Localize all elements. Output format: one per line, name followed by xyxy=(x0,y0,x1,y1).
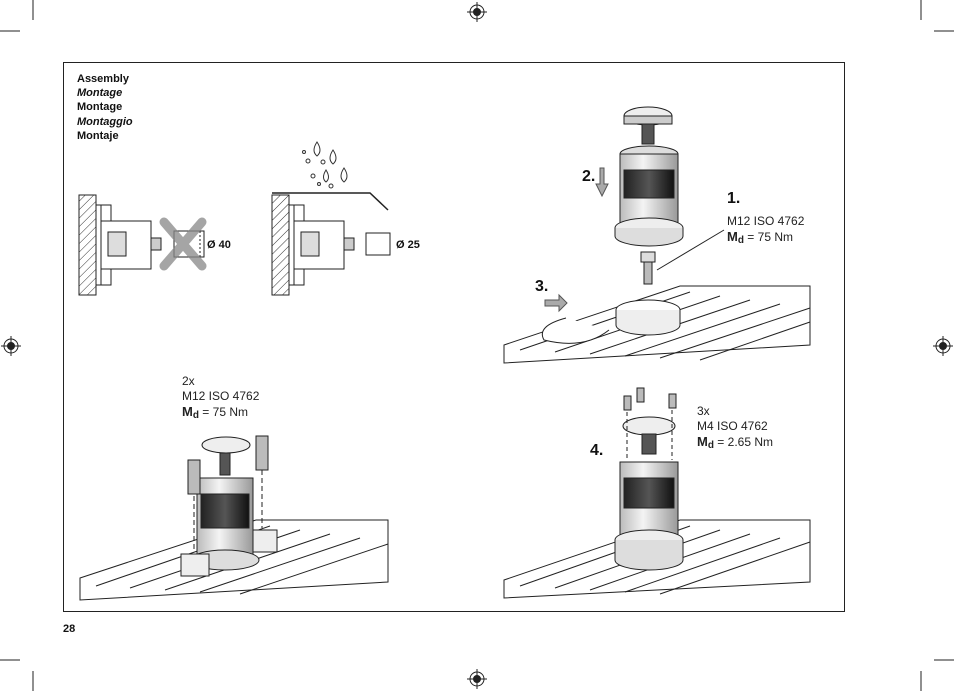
diameter-25-label: Ø 25 xyxy=(396,239,420,251)
step4-spec: 3x M4 ISO 4762 Md = 2.65 Nm xyxy=(697,404,773,453)
step1-screw: M12 ISO 4762 xyxy=(727,214,805,228)
title-it: Montaggio xyxy=(77,115,133,128)
illustration-frame xyxy=(63,62,845,612)
page-number: 28 xyxy=(63,623,76,635)
bottom-left-torque: Md = 75 Nm xyxy=(182,404,248,421)
step-3-label: 3. xyxy=(535,278,549,295)
diameter-40-label: Ø 40 xyxy=(207,239,231,251)
step-1-label: 1. xyxy=(727,190,741,207)
registration-mark-icon xyxy=(467,2,487,22)
fixture-bottom-left xyxy=(180,435,278,577)
assembly-titles: Assembly Montage Montage Montaggio Monta… xyxy=(77,72,133,143)
wall-mount-wrong xyxy=(78,194,205,296)
title-en: Assembly xyxy=(77,73,129,85)
wall-mount-covered xyxy=(271,192,391,296)
water-drops-icon xyxy=(302,141,348,189)
step1-torque: Md = 75 Nm xyxy=(727,229,793,246)
screw xyxy=(640,251,656,285)
fixture-bottom-right xyxy=(614,387,684,571)
title-fr: Montage xyxy=(77,101,123,114)
title-es: Montaje xyxy=(77,129,119,142)
bottom-left-screw: M12 ISO 4762 xyxy=(182,389,260,403)
step4-torque: Md = 2.65 Nm xyxy=(697,434,773,451)
title-de: Montage xyxy=(77,87,123,100)
fixture-top xyxy=(614,106,684,247)
step-2-label: 2. xyxy=(582,168,596,185)
bottom-left-qty: 2x xyxy=(182,374,195,388)
step1-spec: M12 ISO 4762 Md = 75 Nm xyxy=(727,214,804,248)
step-4-label: 4. xyxy=(590,442,604,459)
step4-screw: M4 ISO 4762 xyxy=(697,419,768,433)
cross-icon xyxy=(159,217,207,271)
step4-qty: 3x xyxy=(697,404,710,418)
bottom-left-spec: 2x M12 ISO 4762 Md = 75 Nm xyxy=(182,374,259,423)
